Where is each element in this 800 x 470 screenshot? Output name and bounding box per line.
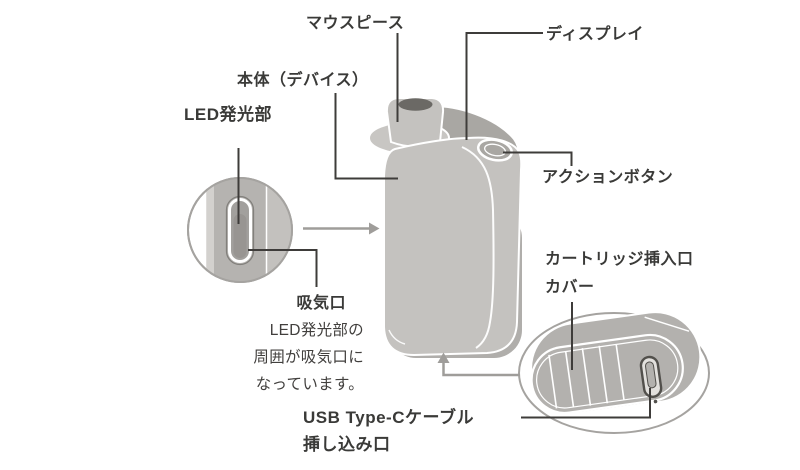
- label-body: 本体（デバイス）: [237, 72, 369, 89]
- leader-air-intake: [248, 249, 318, 287]
- label-cartridge-cover: カートリッジ挿入口 カバー: [545, 246, 694, 302]
- device-body: [383, 136, 523, 357]
- label-led: LED発光部: [184, 105, 272, 124]
- led-bubble-arrow: [303, 222, 380, 235]
- body-highlight: [461, 146, 495, 349]
- label-display: ディスプレイ: [546, 26, 644, 43]
- label-usb-port: USB Type-Cケーブル 挿し込み口: [303, 404, 474, 458]
- cartridge-cover-line1: カートリッジ挿入口: [545, 251, 694, 268]
- usb-port-line1: USB Type-Cケーブル: [303, 408, 474, 427]
- cartridge-cover-line2: カバー: [545, 279, 595, 296]
- label-mouthpiece: マウスピース: [306, 15, 405, 32]
- usb-c-port: [639, 355, 663, 404]
- leader-usb: [521, 388, 651, 419]
- air-intake-note-line3: なっています。: [255, 376, 364, 393]
- magnifier-arrows: [303, 222, 520, 377]
- usb-port-line2: 挿し込み口: [303, 435, 391, 454]
- label-action-button: アクションボタン: [542, 169, 674, 186]
- air-intake-note-line2: 周囲が吸気口に: [253, 349, 364, 366]
- cartridge-detail-bubble: [518, 311, 710, 434]
- bottom-bubble-arrow: [437, 352, 520, 377]
- leader-body: [334, 93, 398, 180]
- label-air-intake: 吸気口: [296, 295, 346, 312]
- led-detail-bubble: [187, 177, 293, 283]
- leader-display: [465, 32, 543, 140]
- action-button: [476, 138, 514, 162]
- mouthpiece-opening: [398, 98, 433, 111]
- device-illustration: [368, 97, 523, 358]
- body-bottom-left-notch: [388, 329, 406, 345]
- air-intake-note-line1: LED発光部の: [269, 322, 364, 339]
- label-air-intake-block: 吸気口 LED発光部の 周囲が吸気口に なっています。: [253, 290, 364, 398]
- leader-lines: [237, 32, 651, 419]
- leader-action-button: [503, 151, 573, 166]
- led-window: [225, 195, 255, 266]
